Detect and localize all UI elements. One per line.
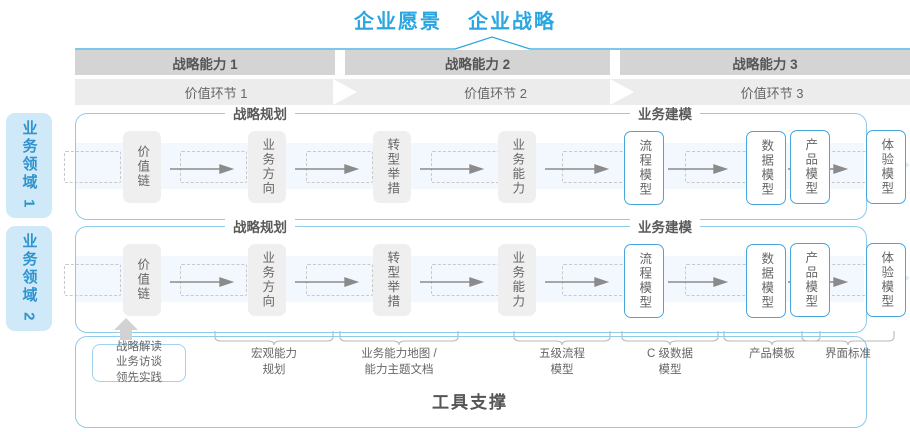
brace-macro-capability xyxy=(214,331,334,345)
row-1-step-business-capability[interactable]: 业务能力 xyxy=(498,131,536,203)
row-2-arrow-2 xyxy=(295,277,360,287)
row-2-step-product-model-label: 产品模型 xyxy=(803,251,818,309)
row-1-step-transformation[interactable]: 转型举措 xyxy=(373,131,411,203)
row-2-step-value-chain-label: 价值链 xyxy=(135,258,150,302)
tool-note-macro-capability: 宏观能力 规划 xyxy=(251,348,297,376)
tool-note-data-model: C 级数据 模型 xyxy=(647,348,693,376)
row-1-step-product-model[interactable]: 产品模型 xyxy=(790,130,830,204)
capability-cell-1[interactable]: 战略能力 1 xyxy=(75,50,335,75)
value-cell-1[interactable]: 价值环节 1 xyxy=(75,79,357,105)
section-caption-modeling-2-label: 业务建模 xyxy=(638,220,692,235)
row-1-step-value-chain[interactable]: 价值链 xyxy=(123,131,161,203)
capability-cell-1-label: 战略能力 1 xyxy=(172,56,238,72)
value-stage-band: 价值环节 1 价值环节 2 价值环节 3 xyxy=(75,79,910,105)
section-caption-planning-1: 战略规划 xyxy=(225,105,295,122)
capability-cell-2-label: 战略能力 2 xyxy=(444,56,511,72)
row-1-step-value-chain-label: 价值链 xyxy=(135,145,150,189)
tool-note-capability-map: 业务能力地图 / 能力主题文档 xyxy=(361,348,437,376)
row-1-dash-1 xyxy=(180,151,247,183)
row-2-dash-2 xyxy=(306,264,373,296)
value-cell-1-label: 价值环节 1 xyxy=(184,85,248,101)
row-1-step-transformation-label: 转型举措 xyxy=(385,138,400,196)
section-caption-modeling-1-label: 业务建模 xyxy=(638,107,692,122)
section-caption-planning-2: 战略规划 xyxy=(225,218,295,235)
row-1-step-business-capability-label: 业务能力 xyxy=(510,138,525,196)
row-1-arrow-3 xyxy=(420,164,485,174)
row-2-step-business-direction[interactable]: 业务方向 xyxy=(248,244,286,316)
domain-row-2: 价值链 业务方向 转型举措 业务能力 流程模型 数据模型 xyxy=(64,226,869,333)
value-cell-2-label: 价值环节 2 xyxy=(464,85,527,101)
row-1-arrow-5 xyxy=(668,164,729,174)
row-1-arrow-2 xyxy=(295,164,360,174)
row-2-step-value-chain[interactable]: 价值链 xyxy=(123,244,161,316)
section-caption-planning-2-label: 战略规划 xyxy=(233,220,287,235)
value-cell-3-label: 价值环节 3 xyxy=(740,85,804,101)
row-2-step-business-direction-label: 业务方向 xyxy=(260,251,275,309)
brace-capability-map xyxy=(339,331,459,345)
section-caption-planning-1-label: 战略规划 xyxy=(233,107,287,122)
row-1-step-business-direction[interactable]: 业务方向 xyxy=(248,131,286,203)
row-2-arrow-3 xyxy=(420,277,485,287)
tool-support-title: 工具支撑 xyxy=(432,393,508,412)
capability-cell-2[interactable]: 战略能力 2 xyxy=(345,50,610,75)
title-strategy: 企业战略 xyxy=(468,10,556,33)
sidebar-item-domain-2-label: 业务领域 2 xyxy=(20,233,38,324)
row-2-step-product-model[interactable]: 产品模型 xyxy=(790,243,830,317)
row-2-dash-1 xyxy=(180,264,247,296)
row-1-step-experience-model[interactable]: 体验模型 xyxy=(866,130,906,204)
row-2-dash-start xyxy=(64,264,121,296)
tool-support-container xyxy=(75,336,867,428)
row-1-step-process-model[interactable]: 流程模型 xyxy=(624,131,664,205)
section-caption-modeling-1: 业务建模 xyxy=(630,105,700,122)
title-vision: 企业愿景 xyxy=(354,10,442,33)
brace-data-model xyxy=(621,331,719,345)
tool-note-ui-standard: 界面标准 xyxy=(825,348,871,360)
value-cell-3[interactable]: 价值环节 3 xyxy=(634,79,910,105)
capability-cell-3-label: 战略能力 3 xyxy=(732,56,798,72)
row-2-step-process-model-label: 流程模型 xyxy=(637,252,652,310)
sidebar-item-domain-1-label: 业务领域 1 xyxy=(20,120,38,211)
row-2-step-data-model[interactable]: 数据模型 xyxy=(746,244,786,318)
capability-cell-3[interactable]: 战略能力 3 xyxy=(620,50,910,75)
tool-note-process-model: 五级流程 模型 xyxy=(539,348,585,376)
row-1-step-experience-model-label: 体验模型 xyxy=(879,138,894,196)
row-2-arrow-5 xyxy=(668,277,729,287)
row-1-step-data-model[interactable]: 数据模型 xyxy=(746,131,786,205)
sidebar-item-domain-2[interactable]: 业务领域 2 xyxy=(6,226,52,331)
row-1-step-process-model-label: 流程模型 xyxy=(637,139,652,197)
row-1-dash-start xyxy=(64,151,121,183)
row-1-step-business-direction-label: 业务方向 xyxy=(260,138,275,196)
domain-row-1: 价值链 业务方向 转型举措 业务能力 流程模型 数据模型 xyxy=(64,113,869,220)
sidebar-item-domain-1[interactable]: 业务领域 1 xyxy=(6,113,52,218)
page-title: 企业愿景 企业战略 xyxy=(0,4,910,34)
row-1-arrow-1 xyxy=(170,164,235,174)
row-2-step-experience-model[interactable]: 体验模型 xyxy=(866,243,906,317)
row-2-step-process-model[interactable]: 流程模型 xyxy=(624,244,664,318)
row-1-step-product-model-label: 产品模型 xyxy=(803,138,818,196)
row-1-step-data-model-label: 数据模型 xyxy=(759,139,774,197)
row-2-step-transformation-label: 转型举措 xyxy=(385,251,400,309)
section-caption-modeling-2: 业务建模 xyxy=(630,218,700,235)
capability-band: 战略能力 1 战略能力 2 战略能力 3 xyxy=(75,50,910,75)
brace-process-model xyxy=(513,331,611,345)
row-1-arrow-4 xyxy=(545,164,610,174)
value-cell-2[interactable]: 价值环节 2 xyxy=(357,79,634,105)
row-2-arrow-1 xyxy=(170,277,235,287)
row-1-dash-2 xyxy=(306,151,373,183)
row-2-step-business-capability-label: 业务能力 xyxy=(510,251,525,309)
row-2-arrow-4 xyxy=(545,277,610,287)
tool-note-product-template: 产品模板 xyxy=(749,348,795,360)
row-2-step-data-model-label: 数据模型 xyxy=(759,252,774,310)
tool-note-strategy-interpretation[interactable]: 战略解读 业务访谈 领先实践 xyxy=(92,341,186,384)
row-2-step-transformation[interactable]: 转型举措 xyxy=(373,244,411,316)
title-pointer-line xyxy=(75,36,910,50)
row-2-step-business-capability[interactable]: 业务能力 xyxy=(498,244,536,316)
support-up-arrow xyxy=(114,318,138,340)
brace-ui-standard xyxy=(801,331,895,345)
row-2-step-experience-model-label: 体验模型 xyxy=(879,251,894,309)
